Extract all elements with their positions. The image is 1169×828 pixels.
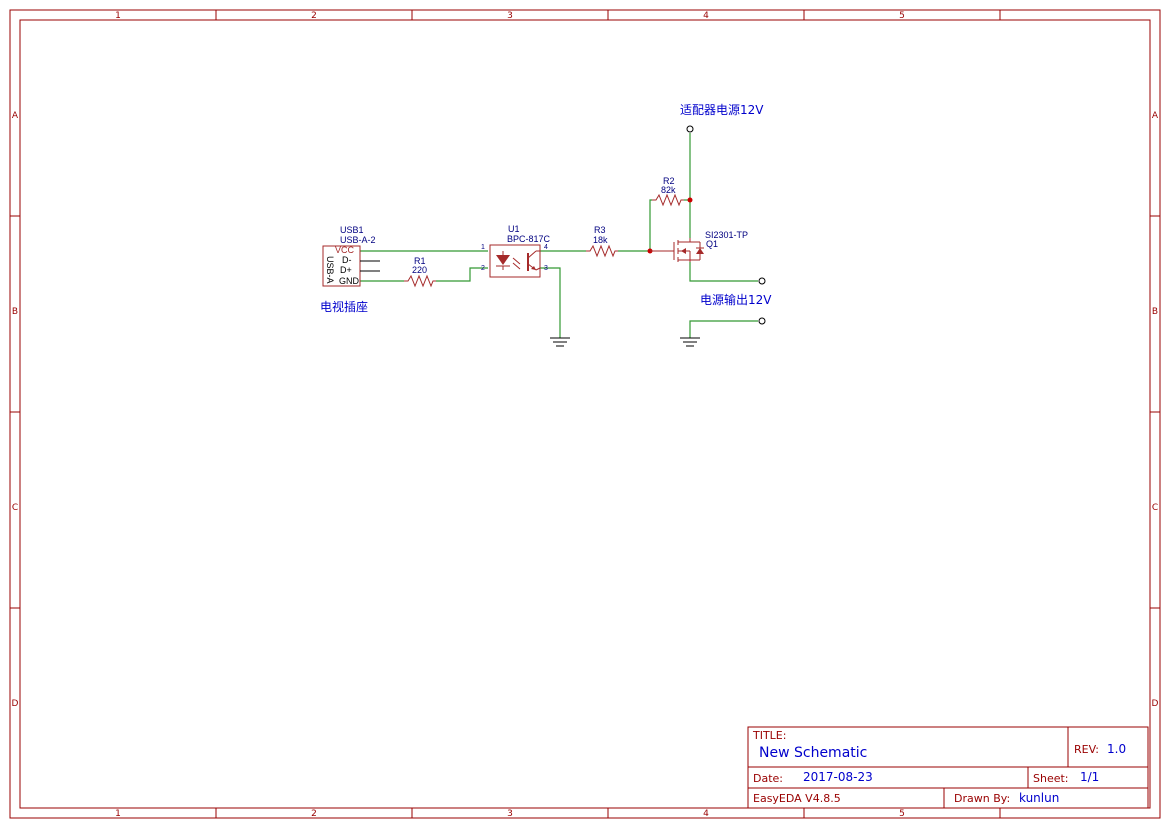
drawn-by-key: Drawn By: bbox=[954, 792, 1010, 805]
usb1-side-label: USB-A bbox=[325, 256, 335, 284]
col-label: 4 bbox=[703, 11, 709, 21]
col-label: 1 bbox=[115, 809, 121, 819]
column-labels-top: 1 2 3 4 5 bbox=[115, 11, 905, 21]
col-label: 3 bbox=[507, 809, 513, 819]
adapter-power-port[interactable] bbox=[686, 125, 694, 133]
usb1-designator: USB1 bbox=[340, 225, 364, 235]
power-output-port[interactable] bbox=[758, 277, 766, 285]
usb1-connector[interactable]: USB1 USB-A-2 VCC D- D+ GND USB-A bbox=[322, 225, 380, 287]
u1-pin3: 3 bbox=[544, 265, 548, 272]
drawn-by-value: kunlun bbox=[1019, 791, 1059, 805]
u1-optocoupler[interactable]: U1 BPC-817C 1 2 4 3 bbox=[481, 224, 551, 278]
title-value: New Schematic bbox=[759, 745, 867, 761]
r3-resistor[interactable]: R3 18k bbox=[586, 225, 618, 258]
sheet-key: Sheet: bbox=[1033, 772, 1069, 785]
ground-symbol-icon bbox=[550, 337, 570, 347]
q1-mosfet[interactable]: SI2301-TP Q1 bbox=[650, 230, 748, 262]
q1-designator: Q1 bbox=[706, 239, 718, 249]
r2-designator: R2 bbox=[663, 176, 675, 186]
outer-border bbox=[9, 9, 1161, 819]
net-label-adapter-power: 适配器电源12V bbox=[680, 103, 764, 117]
r3-value: 18k bbox=[593, 235, 608, 245]
u1-pin2: 2 bbox=[481, 265, 485, 272]
row-label: A bbox=[12, 111, 19, 121]
usb1-part: USB-A-2 bbox=[340, 235, 376, 245]
usb1-pin-gnd: GND bbox=[339, 276, 360, 286]
u1-part: BPC-817C bbox=[507, 234, 551, 244]
title-block: TITLE: New Schematic REV: 1.0 Date: 2017… bbox=[747, 726, 1149, 809]
row-label: A bbox=[1152, 111, 1159, 121]
date-value: 2017-08-23 bbox=[803, 770, 873, 784]
net-label-tv-socket: 电视插座 bbox=[320, 299, 368, 314]
col-label: 2 bbox=[311, 809, 317, 819]
u1-designator: U1 bbox=[508, 224, 520, 234]
r3-designator: R3 bbox=[594, 225, 606, 235]
row-labels-left: A B C D bbox=[12, 111, 19, 709]
row-dividers bbox=[10, 215, 1160, 609]
rev-key: REV: bbox=[1074, 743, 1099, 756]
col-label: 2 bbox=[311, 11, 317, 21]
row-label: C bbox=[1152, 503, 1158, 513]
tool-label: EasyEDA V4.8.5 bbox=[753, 792, 841, 805]
q1-part: SI2301-TP bbox=[705, 230, 748, 240]
sheet-value: 1/1 bbox=[1080, 770, 1099, 784]
ground-symbol-icon bbox=[680, 337, 700, 347]
row-labels-right: A B C D bbox=[1152, 111, 1159, 709]
rev-value: 1.0 bbox=[1107, 742, 1126, 756]
usb1-pin-dplus: D+ bbox=[340, 265, 352, 275]
u1-pin4: 4 bbox=[544, 244, 548, 251]
row-label: B bbox=[12, 307, 18, 317]
wires bbox=[360, 133, 758, 338]
col-label: 5 bbox=[899, 809, 905, 819]
junction-dot bbox=[687, 197, 693, 203]
ground-output-port[interactable] bbox=[758, 317, 766, 325]
row-label: C bbox=[12, 503, 18, 513]
r1-value: 220 bbox=[412, 265, 427, 275]
usb1-pin-dminus: D- bbox=[342, 255, 352, 265]
column-dividers bbox=[215, 10, 1001, 818]
title-key: TITLE: bbox=[752, 729, 786, 742]
col-label: 4 bbox=[703, 809, 709, 819]
usb1-pin-vcc: VCC bbox=[335, 245, 355, 255]
r2-value: 82k bbox=[661, 185, 676, 195]
inner-border bbox=[19, 19, 1151, 809]
col-label: 3 bbox=[507, 11, 513, 21]
u1-pin1: 1 bbox=[481, 244, 485, 251]
row-label: B bbox=[1152, 307, 1158, 317]
column-labels-bottom: 1 2 3 4 5 bbox=[115, 809, 905, 819]
net-label-power-output: 电源输出12V bbox=[700, 292, 772, 307]
row-label: D bbox=[1152, 699, 1159, 709]
col-label: 1 bbox=[115, 11, 121, 21]
row-label: D bbox=[12, 699, 19, 709]
r1-designator: R1 bbox=[414, 256, 426, 266]
r1-resistor[interactable]: R1 220 bbox=[404, 256, 436, 288]
date-key: Date: bbox=[753, 772, 783, 785]
r2-resistor[interactable]: R2 82k bbox=[652, 176, 684, 207]
col-label: 5 bbox=[899, 11, 905, 21]
